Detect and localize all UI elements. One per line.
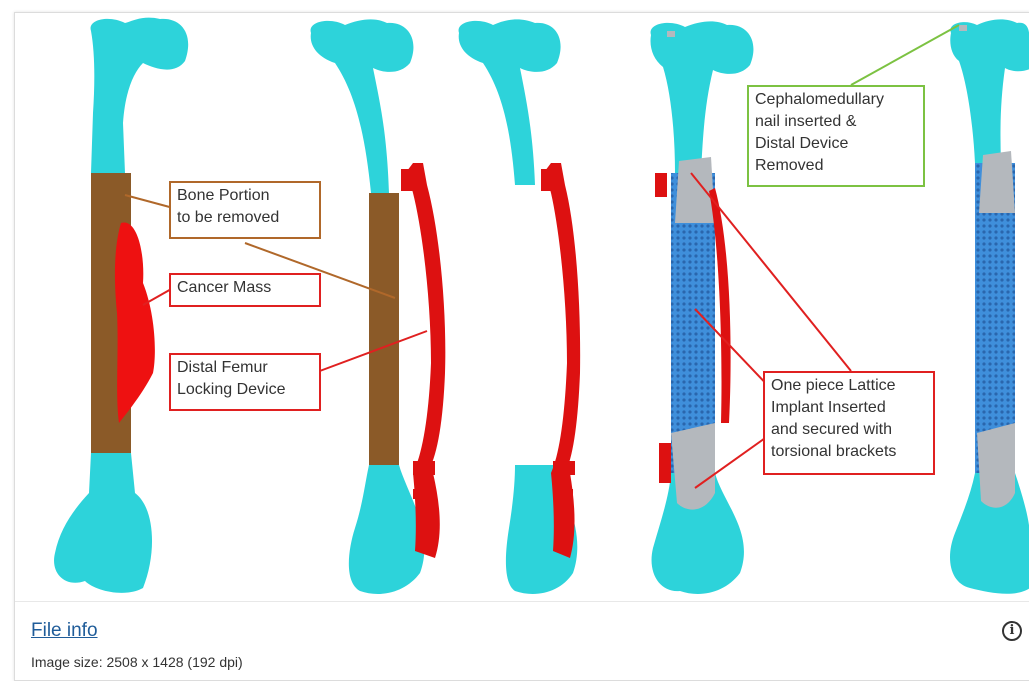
torsional-bracket-top [675, 157, 715, 223]
label-distal-femur-locking-device: Distal Femur Locking Device [169, 353, 321, 411]
file-info-link[interactable]: File info [31, 620, 98, 642]
label-cephalomedullary-nail: Cephalomedullary nail inserted & Distal … [747, 85, 925, 187]
image-card: Bone Portion to be removed Cancer Mass D… [14, 12, 1029, 681]
femur-3-resected [459, 19, 581, 594]
femur-implant-figure: Bone Portion to be removed Cancer Mass D… [15, 13, 1029, 601]
cancer-mass [115, 223, 155, 423]
torsional-bracket-bottom [671, 423, 715, 510]
info-icon[interactable]: i [1002, 621, 1022, 641]
femur-4-with-lattice-implant [651, 21, 754, 594]
file-info-bar: File info Image size: 2508 x 1428 (192 d… [15, 601, 1029, 681]
image-size-text: Image size: 2508 x 1428 (192 dpi) [31, 654, 243, 670]
label-cancer-mass: Cancer Mass [169, 273, 321, 307]
label-lattice-implant: One piece Lattice Implant Inserted and s… [763, 371, 935, 475]
label-bone-portion: Bone Portion to be removed [169, 181, 321, 239]
femur-5-with-nail [950, 19, 1029, 593]
femur-2-with-device [311, 19, 446, 594]
